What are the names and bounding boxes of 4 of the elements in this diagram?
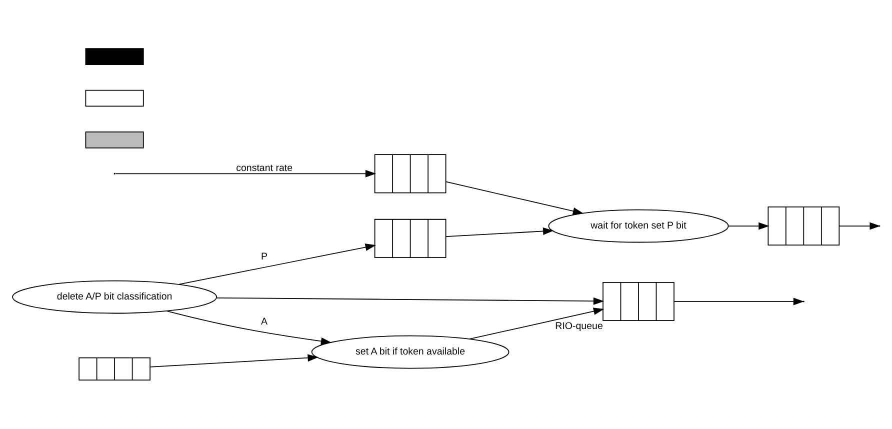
node-label: RIO-queue (555, 320, 603, 332)
edge-label: constant rate (236, 162, 293, 174)
edge-label: P (261, 252, 268, 263)
edge-label: A (261, 316, 268, 328)
